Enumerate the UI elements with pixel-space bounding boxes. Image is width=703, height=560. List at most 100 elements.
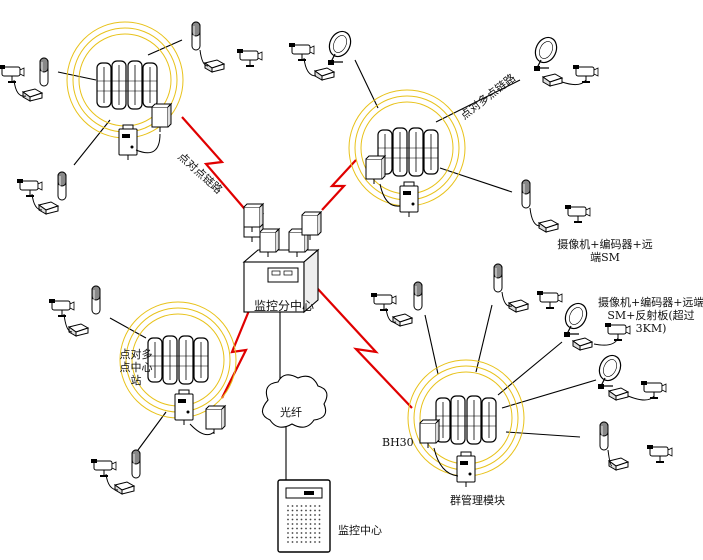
rack-vent-dot [305,509,307,512]
rack-vent-dot [314,541,316,543]
encoder-icon [68,323,89,337]
dish-icon [594,351,626,390]
rack-vent-dot [309,536,312,539]
rack-vent-dot [287,527,289,530]
cluster-left-middle [48,285,237,495]
rack-vent-dot [305,536,307,539]
rack-vent-dot [305,505,307,507]
rack-vent-dot [318,532,321,534]
rack-vent-dot [309,518,312,521]
rack-vent-dot [287,541,289,543]
rack-vent-dot [296,518,298,521]
cluster-top-left [0,21,263,215]
rack-vent-dot [314,527,316,530]
rack-vent-dot [296,541,298,543]
rack-vent-dot [287,536,289,539]
rack-vent-dot [309,541,312,543]
sm-icon [493,263,503,293]
rack-vent-dot [287,514,289,516]
encoder-icon [608,457,629,471]
rack-vent-dot [314,536,316,539]
dish-icon [530,33,562,72]
rack-vent-dot [305,541,307,543]
fiber-cloud [261,374,328,428]
rack-vent-dot [309,505,312,507]
monitor-center-label: 监控中心 [338,524,382,537]
rack-vent-dot [300,527,303,530]
rack-vent-dot [287,505,289,507]
dish-icon [324,27,356,66]
rack-vent-dot [287,523,289,525]
sm-icon [131,449,141,479]
rack-vent-dot [309,523,312,525]
rack-vent-dot [291,509,294,512]
rack-vent-dot [296,536,298,539]
camera-icon [90,458,117,478]
rack-vent-dot [300,532,303,534]
rack-vent-dot [318,505,321,507]
rack-vent-dot [318,523,321,525]
rack-vent-dot [291,527,294,530]
rack-vent-dot [300,541,303,543]
encoder-icon [542,73,563,87]
rack-vent-dot [296,505,298,507]
rack-vent-dot [291,541,294,543]
rack-vent-dot [296,532,298,534]
camera-icon [646,444,673,464]
sm-icon [521,179,531,209]
camera-icon [236,48,263,68]
camera-encoder-sm-reflector-line1: 摄像机+编码器+远端 [598,296,703,309]
rack-vent-dot [305,532,307,534]
camera-icon [564,204,591,224]
camera-icon [16,178,43,198]
camera-encoder-sm-reflector-line3: 3KM) [635,322,667,335]
encoder-icon [608,387,629,401]
p2mp-center-station-line3: 站 [130,374,142,387]
rack-vent-dot [314,505,316,507]
camera-icon [48,298,75,318]
rack-vent-dot [314,532,316,534]
rack-vent-dot [318,541,321,543]
rack-vent-dot [296,514,298,516]
fiber-label: 光纤 [280,406,302,419]
rack-vent-dot [305,514,307,516]
rack-vent-dot [300,536,303,539]
monitor-center-rack [277,479,331,553]
rack-vent-dot [300,518,303,521]
rack-vent-dot [300,514,303,516]
rack-vent-dot [309,532,312,534]
rack-vent-dot [287,532,289,534]
rack-vent-dot [287,509,289,512]
camera-encoder-sm-line2: 端SM [590,251,620,264]
camera-icon [536,290,563,310]
camera-icon [288,42,315,62]
rack-vent-dot [318,509,321,512]
rack-vent-dot [291,514,294,516]
rack-vent-dot [291,523,294,525]
sm-icon [191,21,201,51]
cluster-top-right [288,27,599,233]
rack-vent-dot [291,505,294,507]
sm-icon [39,57,49,87]
encoder-icon [314,67,335,81]
connection-lines [57,39,597,480]
sm-icon [91,285,101,315]
rack-vent-dot [314,514,316,516]
p2mp-center-station-line1: 点对多 [119,348,153,361]
cluster-bottom-right [370,263,673,488]
cluster-module-label: 群管理模块 [450,494,505,507]
rack-vent-dot [309,509,312,512]
camera-encoder-sm-reflector-line2: SM+反射板(超过 [607,309,695,322]
encoder-icon [392,313,413,327]
rack-vent-dot [300,523,303,525]
rack-vent-dot [305,518,307,521]
rack-vent-dot [314,523,316,525]
sm-icon [413,281,423,311]
rack-vent-dot [318,527,321,530]
rack-vent-dot [305,523,307,525]
camera-encoder-sm-label: 摄像机+编码器+远 端SM [550,238,660,264]
camera-icon [0,64,25,84]
encoder-icon [38,201,59,215]
rack-vent-dot [287,518,289,521]
